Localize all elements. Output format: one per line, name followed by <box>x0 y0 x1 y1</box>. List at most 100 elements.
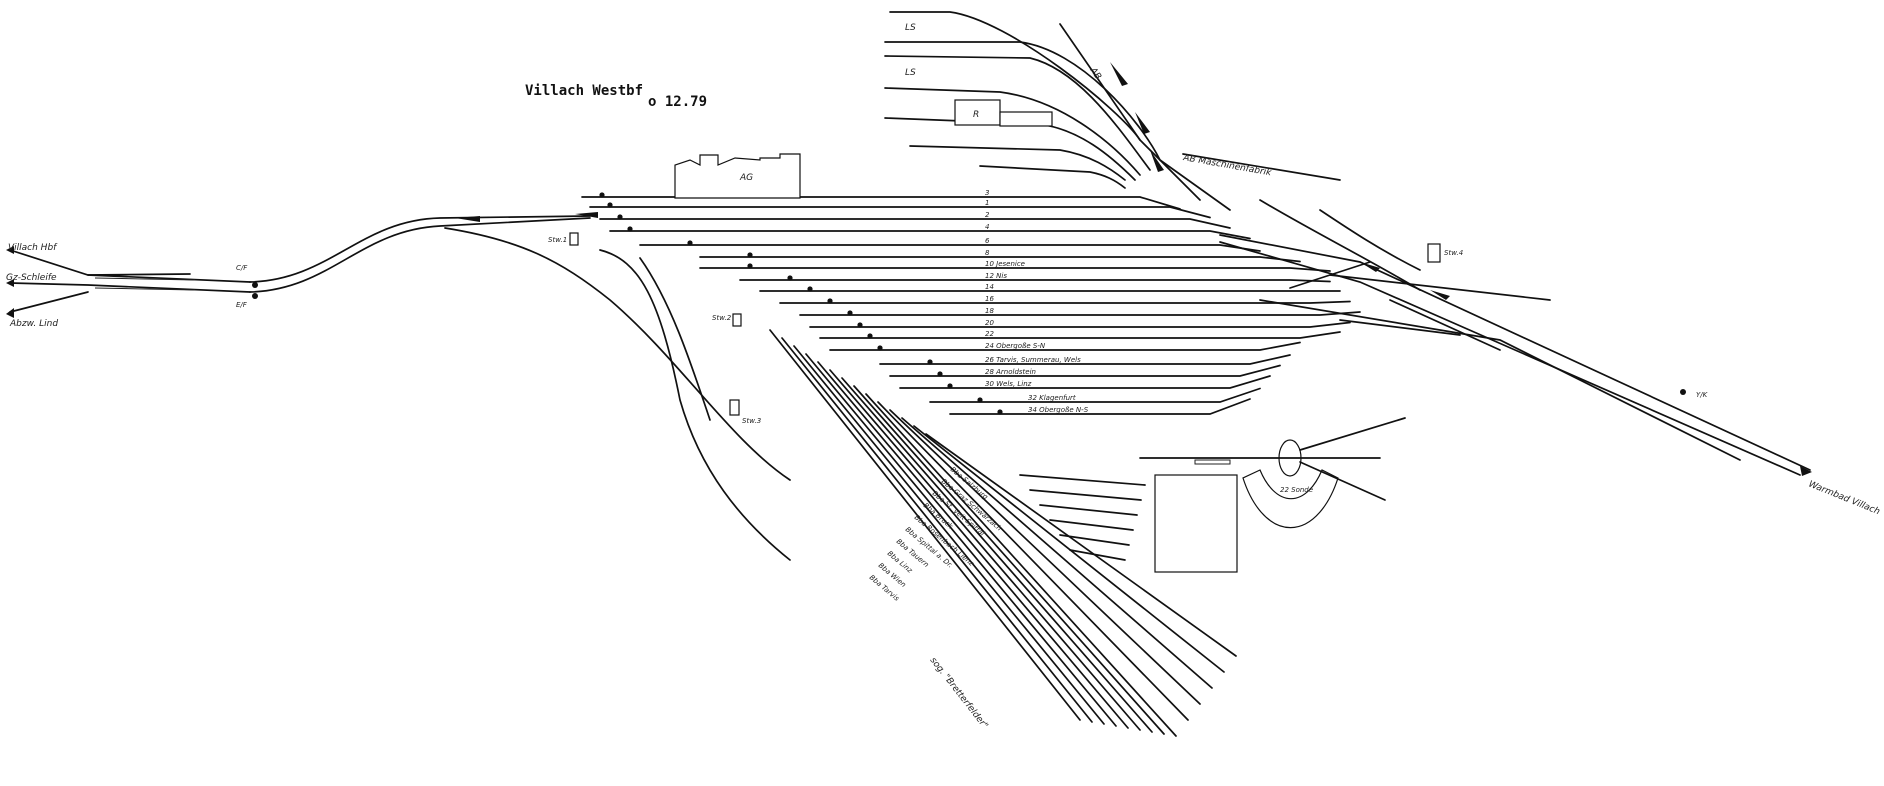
lower-siding <box>1039 504 1138 516</box>
lower-siding <box>1029 489 1142 501</box>
track-label-2: 2 <box>985 211 990 219</box>
fan-track <box>877 401 1189 721</box>
left-loops <box>444 227 791 561</box>
label-ls-1: LS <box>905 23 916 33</box>
track-24 <box>829 341 1301 351</box>
lower-right-yard <box>1139 417 1406 573</box>
signal-box-stw3 <box>729 399 740 416</box>
track-label-4: 4 <box>985 223 989 231</box>
fan-track <box>865 393 1177 737</box>
track-label-3: 3 <box>985 189 989 197</box>
fan-track <box>805 353 1117 727</box>
track-18 <box>799 311 1361 316</box>
signal-track-22 <box>867 333 873 339</box>
signal-track-20 <box>857 322 863 328</box>
signal-track-3 <box>599 192 605 198</box>
fan-track <box>901 417 1213 689</box>
track-label-14: 14 <box>985 283 994 291</box>
signal-track-16 <box>827 298 833 304</box>
signal-c-f <box>252 282 258 288</box>
left-approach <box>6 212 598 318</box>
label-bretterfelder: sog. "Bretterfelder" <box>928 656 990 731</box>
upper-sidings <box>884 11 1421 291</box>
track-26 <box>879 354 1291 365</box>
track-6 <box>639 244 1261 252</box>
label-abzw-lind: Abzw. Lind <box>9 319 58 329</box>
fan-track <box>817 361 1129 729</box>
label-ab-maschinenfabrik: AB Maschinenfabrik <box>1181 153 1272 179</box>
signal-track-10 <box>747 263 753 269</box>
signal-e-f <box>252 293 258 299</box>
signal-track-32 <box>977 397 983 403</box>
fan-track <box>853 385 1165 735</box>
track-label-16: 16 <box>985 295 994 303</box>
main-station-tracks <box>581 192 1361 415</box>
label-ls-2: LS <box>905 68 916 78</box>
track-label-18: 18 <box>985 307 994 315</box>
track-label-10: 10 Jesenice <box>985 260 1025 268</box>
track-20 <box>809 321 1351 328</box>
track-22 <box>819 331 1341 339</box>
signal-box-stw1 <box>569 232 579 246</box>
fan-track <box>913 425 1225 673</box>
label-stw4: Stw.4 <box>1444 249 1463 257</box>
signal-track-28 <box>937 371 943 377</box>
track-label-12: 12 Nis <box>985 272 1007 280</box>
track-label-32: 32 Klagenfurt <box>1028 394 1076 402</box>
signal-box-stw4 <box>1427 243 1441 263</box>
track-10 <box>699 267 1331 272</box>
lower-siding <box>1069 549 1126 561</box>
label-e-f: E/F <box>236 301 248 309</box>
fan-track <box>889 409 1201 705</box>
freight-fan-tracks <box>769 329 1237 737</box>
track-label-24: 24 Obergoße S-N <box>985 342 1046 350</box>
track-label-30: 30 Wels, Linz <box>985 380 1032 388</box>
track-2 <box>599 218 1231 229</box>
label-villach-hbf: Villach Hbf <box>8 243 58 253</box>
label-ag-building: AG <box>739 173 753 183</box>
fan-track <box>829 369 1141 731</box>
signal-track-1 <box>607 202 613 208</box>
track-label-8: 8 <box>985 249 990 257</box>
signal-track-2 <box>617 214 623 220</box>
signal-track-6 <box>687 240 693 246</box>
signal-y-k <box>1680 389 1686 395</box>
fan-track <box>781 337 1093 723</box>
signal-track-8 <box>747 252 753 258</box>
lower-siding <box>1049 519 1134 531</box>
track-label-20: 20 <box>985 319 994 327</box>
track-32 <box>929 387 1261 403</box>
signal-box-stw2 <box>732 313 742 327</box>
track-16 <box>779 300 1351 304</box>
signal-track-4 <box>627 226 633 232</box>
building-r-annex <box>999 111 1053 127</box>
label-stw3: Stw.3 <box>742 417 761 425</box>
fan-track <box>841 377 1153 733</box>
label-gz-schleife: Gz-Schleife <box>6 273 57 283</box>
track-1 <box>589 206 1211 219</box>
label-turntable: 22 Sonde <box>1280 486 1313 494</box>
track-12 <box>739 279 1331 283</box>
signal-track-12 <box>787 275 793 281</box>
label-warmbad: Warmbad Villach <box>1807 480 1882 518</box>
track-28 <box>889 364 1281 377</box>
building-ag <box>674 153 801 199</box>
track-label-22: 22 <box>985 330 994 338</box>
track-4 <box>609 230 1251 240</box>
fan-track <box>769 329 1081 721</box>
label-y-k: Y/K <box>1696 391 1709 399</box>
track-label-28: 28 Arnoldstein <box>985 368 1036 376</box>
signal-track-30 <box>947 383 953 389</box>
diagram-title: Villach Westbf <box>525 83 643 99</box>
signal-track-26 <box>927 359 933 365</box>
track-label-34: 34 Obergoße N-S <box>1028 406 1089 414</box>
signal-track-18 <box>847 310 853 316</box>
track-label-6: 6 <box>985 237 990 245</box>
track-8 <box>699 256 1301 263</box>
fan-track <box>925 433 1237 657</box>
track-34 <box>949 398 1251 415</box>
label-stw1: Stw.1 <box>548 236 567 244</box>
